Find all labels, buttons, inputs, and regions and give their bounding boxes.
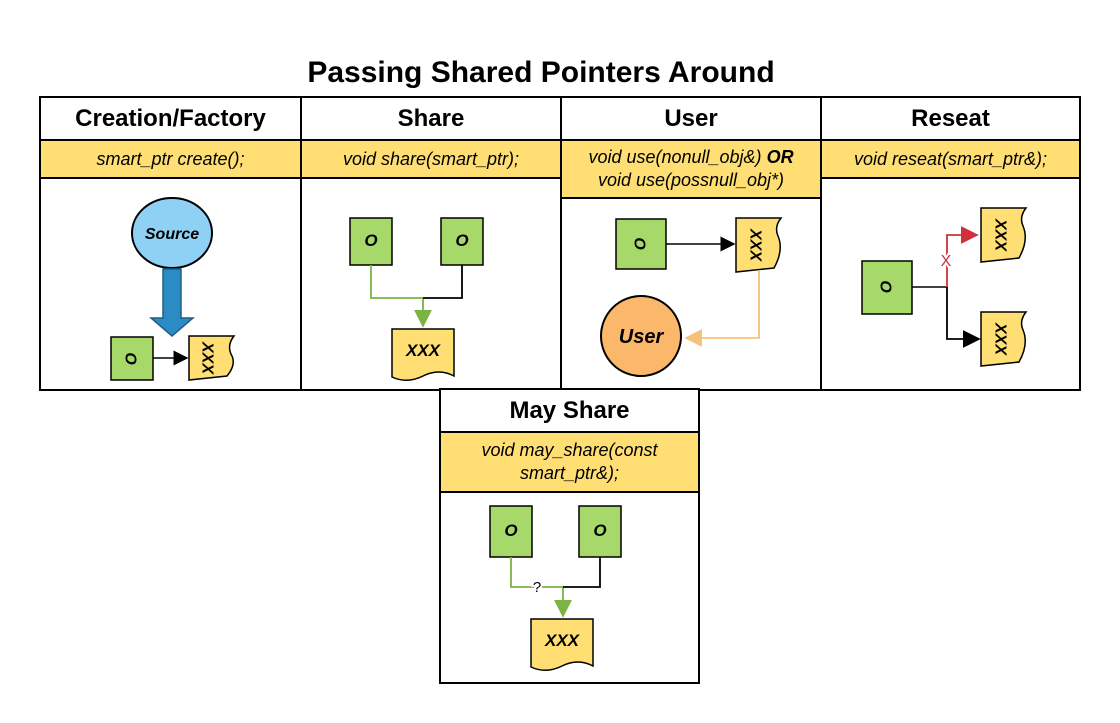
- object-label-left: O: [364, 231, 377, 250]
- old-pointer-line: [946, 226, 979, 287]
- page-title: Passing Shared Pointers Around: [307, 56, 775, 89]
- new-pointer-line: [946, 287, 981, 348]
- object-box-right: [440, 217, 484, 266]
- data-document: [188, 335, 236, 381]
- owner-line: [423, 265, 463, 299]
- source-label: Source: [145, 226, 199, 243]
- panel-creation-factory: Creation/Factory smart_ptr create(); Sou…: [39, 96, 302, 391]
- signature-bar: void reseat(smart_ptr&);: [822, 141, 1079, 179]
- signature-line-1: void use(nonull_obj&) OR: [588, 146, 793, 169]
- source-circle: [131, 197, 213, 269]
- user-reference-line: [684, 271, 760, 347]
- signature-bar: smart_ptr create();: [41, 141, 300, 179]
- panel-reseat: Reseat void reseat(smart_ptr&); O X XXX …: [820, 96, 1081, 391]
- creation-diagram: Source O XXX: [110, 197, 236, 381]
- object-label: O: [633, 237, 650, 250]
- object-box: [861, 260, 913, 315]
- user-diagram: O XXX User: [600, 217, 783, 377]
- may-share-diagram: O O ? XXX: [489, 505, 622, 671]
- signature-line-2: smart_ptr&);: [519, 463, 620, 483]
- new-data-document: [980, 311, 1028, 367]
- panel-heading: User: [562, 98, 820, 141]
- data-document: [391, 328, 455, 381]
- shared-pointer-line: [370, 265, 432, 328]
- cut-mark: X: [941, 253, 952, 270]
- signature-text: void share(smart_ptr);: [342, 148, 520, 169]
- object-label: O: [879, 280, 896, 293]
- down-arrow: [148, 268, 196, 337]
- old-data-label: XXX: [992, 218, 1009, 252]
- data-label: XXX: [747, 228, 764, 262]
- data-label: XXX: [405, 341, 442, 360]
- panel-heading: Creation/Factory: [41, 98, 300, 141]
- object-box-right: [578, 505, 622, 558]
- signature-line-2: void use(possnull_obj*): [597, 170, 785, 190]
- data-document: [530, 618, 594, 671]
- object-label-right: O: [593, 521, 606, 540]
- object-box: [615, 218, 667, 270]
- share-diagram: O O XXX: [349, 217, 484, 381]
- object-label-right: O: [455, 231, 468, 250]
- maybe-shared-line: [510, 557, 572, 618]
- panel-heading: May Share: [441, 390, 698, 433]
- object-label-left: O: [504, 521, 517, 540]
- panel-share: Share void share(smart_ptr); O O XXX: [300, 96, 562, 391]
- object-box: [110, 336, 154, 381]
- panel-may-share: May Share void may_share(const smart_ptr…: [439, 388, 700, 684]
- signature-bar: void may_share(const smart_ptr&);: [441, 433, 698, 493]
- data-document: [735, 217, 783, 273]
- object-label: O: [124, 352, 141, 365]
- signature-line-1: void may_share(const: [481, 440, 658, 460]
- owner-line: [563, 557, 601, 588]
- user-label: User: [619, 326, 665, 348]
- object-box-left: [349, 217, 393, 266]
- new-data-label: XXX: [992, 322, 1009, 356]
- signature-text: smart_ptr create();: [96, 148, 245, 169]
- user-circle: [600, 295, 682, 377]
- signature-text-1: void use(nonull_obj&): [588, 147, 762, 167]
- signature-bar: void share(smart_ptr);: [302, 141, 560, 179]
- panel-heading: Share: [302, 98, 560, 141]
- data-label: XXX: [544, 631, 581, 650]
- reseat-diagram: O X XXX XXX: [861, 207, 1028, 367]
- signature-bar: void use(nonull_obj&) OR void use(possnu…: [562, 141, 820, 199]
- signature-text: void reseat(smart_ptr&);: [853, 148, 1048, 169]
- panel-heading: Reseat: [822, 98, 1079, 141]
- old-data-document: [980, 207, 1028, 263]
- question-mark: ?: [533, 579, 541, 596]
- panel-user: User void use(nonull_obj&) OR void use(p…: [560, 96, 822, 391]
- data-label: XXX: [199, 341, 216, 375]
- signature-or: OR: [766, 147, 794, 167]
